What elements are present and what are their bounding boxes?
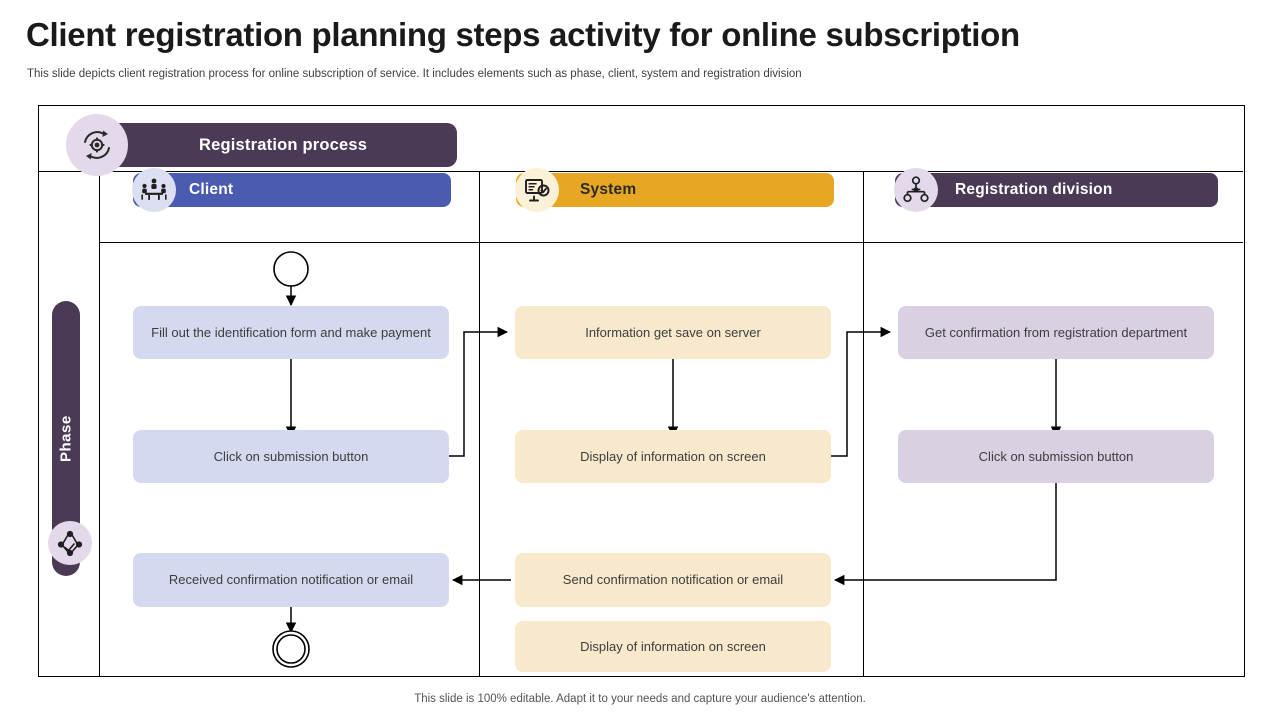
network-cycle-icon xyxy=(48,521,92,565)
process-node[interactable]: Get confirmation from registration depar… xyxy=(898,306,1214,359)
grid-line-lane-1 xyxy=(479,171,480,676)
page-subtitle: This slide depicts client registration p… xyxy=(27,68,802,80)
end-node-double-circle xyxy=(272,630,310,668)
lane-header-registration-division[interactable]: Registration division xyxy=(895,173,1218,207)
start-node-circle xyxy=(273,251,309,287)
page-title: Client registration planning steps activ… xyxy=(26,16,1020,53)
lane-header-system-label: System xyxy=(580,181,637,198)
monitor-checklist-icon xyxy=(515,168,559,212)
lane-header-system[interactable]: System xyxy=(516,173,834,207)
process-node[interactable]: Received confirmation notification or em… xyxy=(133,553,449,607)
grid-line-header xyxy=(39,171,1243,172)
meeting-people-icon xyxy=(132,168,176,212)
grid-line-lane-2 xyxy=(863,171,864,676)
process-node[interactable]: Display of information on screen xyxy=(515,430,831,483)
grid-line-phase-col xyxy=(99,171,100,676)
swimlane-diagram: Registration process Client xyxy=(38,105,1245,677)
grid-line-lanes xyxy=(99,242,1243,243)
gear-cycle-icon xyxy=(66,114,128,176)
lane-header-client[interactable]: Client xyxy=(133,173,451,207)
process-header-bar[interactable]: Registration process xyxy=(102,123,457,167)
process-node[interactable]: Click on submission button xyxy=(133,430,449,483)
lane-header-registration-division-label: Registration division xyxy=(955,181,1113,198)
org-chart-icon xyxy=(894,168,938,212)
process-node[interactable]: Display of information on screen xyxy=(515,621,831,672)
process-header-label: Registration process xyxy=(199,135,368,154)
process-node[interactable]: Click on submission button xyxy=(898,430,1214,483)
lane-header-client-label: Client xyxy=(189,181,234,198)
process-node[interactable]: Information get save on server xyxy=(515,306,831,359)
process-node[interactable]: Fill out the identification form and mak… xyxy=(133,306,449,359)
process-node[interactable]: Send confirmation notification or email xyxy=(515,553,831,607)
slide-footer: This slide is 100% editable. Adapt it to… xyxy=(414,693,866,705)
